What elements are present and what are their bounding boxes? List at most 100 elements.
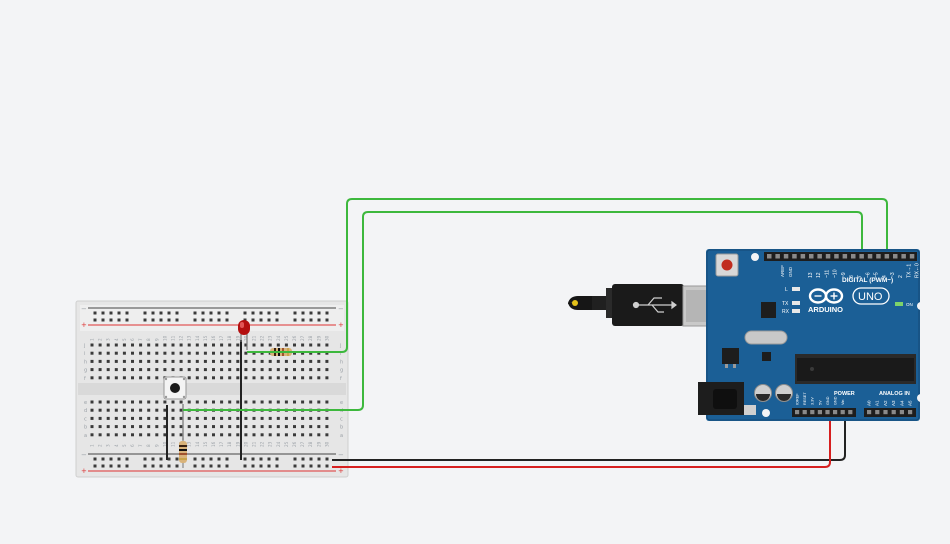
top-terminal-hole[interactable] [106,368,110,372]
bottom-terminal-hole[interactable] [195,425,199,429]
rail-hole[interactable] [159,318,163,322]
bottom-terminal-hole[interactable] [252,433,256,437]
rail-hole[interactable] [143,311,147,315]
top-terminal-hole[interactable] [171,343,175,347]
bottom-terminal-hole[interactable] [131,433,134,437]
rail-hole[interactable] [117,464,121,468]
bottom-terminal-hole[interactable] [203,400,207,404]
top-terminal-hole[interactable] [317,359,321,363]
top-terminal-hole[interactable] [212,351,215,355]
bottom-terminal-hole[interactable] [293,425,296,429]
bottom-terminal-hole[interactable] [212,400,215,404]
bottom-terminal-hole[interactable] [98,433,102,437]
bottom-terminal-hole[interactable] [106,416,110,420]
bottom-terminal-hole[interactable] [301,425,305,429]
bottom-terminal-hole[interactable] [268,433,272,437]
power-header[interactable] [792,408,856,417]
reset-button[interactable] [715,253,739,277]
top-terminal-hole[interactable] [106,351,110,355]
top-terminal-hole[interactable] [90,376,94,380]
rail-hole[interactable] [267,311,271,315]
top-terminal-hole[interactable] [244,368,248,372]
top-terminal-hole[interactable] [131,368,134,372]
digital-pin-hole[interactable] [867,254,873,259]
bottom-terminal-hole[interactable] [276,400,280,404]
rail-hole[interactable] [259,311,263,315]
digital-pins[interactable] [767,254,915,259]
rail-hole[interactable] [109,318,113,322]
bottom-terminal-hole[interactable] [228,400,232,404]
top-terminal-hole[interactable] [98,343,102,347]
rail-hole[interactable] [167,457,171,461]
top-terminal-hole[interactable] [171,359,175,363]
analog-pin-hole[interactable] [899,410,904,415]
digital-pin-hole[interactable] [809,254,814,259]
bottom-terminal-hole[interactable] [139,433,143,437]
bottom-terminal-hole[interactable] [139,408,143,412]
bottom-terminal-hole[interactable] [236,433,240,437]
top-terminal-hole[interactable] [139,343,143,347]
bottom-terminal-hole[interactable] [220,400,224,404]
rail-hole[interactable] [101,457,105,461]
bottom-terminal-hole[interactable] [139,400,143,404]
top-rail-holes[interactable] [93,311,329,322]
rail-hole[interactable] [251,311,255,315]
top-terminal-hole[interactable] [325,359,329,363]
top-terminal-hole[interactable] [131,343,134,347]
top-terminal-hole[interactable] [220,343,224,347]
bottom-terminal-hole[interactable] [139,416,143,420]
analog-pin-hole[interactable] [867,410,872,415]
rail-hole[interactable] [301,464,305,468]
rail-hole[interactable] [201,464,205,468]
bottom-terminal-hole[interactable] [163,425,167,429]
bottom-rail-holes[interactable] [93,457,329,468]
bottom-terminal-hole[interactable] [114,433,118,437]
bottom-terminal-hole[interactable] [236,400,240,404]
rail-hole[interactable] [325,464,329,468]
rail-hole[interactable] [243,311,247,315]
digital-header[interactable] [764,252,917,261]
digital-pin-hole[interactable] [817,254,822,259]
bottom-terminal-hole[interactable] [187,400,191,404]
bottom-terminal-hole[interactable] [236,425,240,429]
rail-hole[interactable] [225,311,229,315]
top-terminal-hole[interactable] [139,368,143,372]
rail-hole[interactable] [201,318,205,322]
bottom-terminal-hole[interactable] [179,433,183,437]
bottom-terminal-hole[interactable] [163,408,167,412]
top-terminal-hole[interactable] [203,359,207,363]
rail-hole[interactable] [209,457,213,461]
rail-hole[interactable] [101,318,105,322]
top-terminal-hole[interactable] [163,351,167,355]
bottom-terminal-hole[interactable] [293,433,296,437]
top-terminal-hole[interactable] [163,368,167,372]
bottom-terminal-hole[interactable] [171,425,175,429]
rail-hole[interactable] [293,464,297,468]
bottom-terminal-hole[interactable] [179,408,183,412]
rail-hole[interactable] [259,464,263,468]
rail-hole[interactable] [151,318,155,322]
top-terminal-hole[interactable] [98,376,102,380]
bottom-terminal-hole[interactable] [228,416,232,420]
rail-hole[interactable] [167,311,171,315]
bottom-terminal-hole[interactable] [171,433,175,437]
bottom-terminal-hole[interactable] [325,416,329,420]
top-terminal-hole[interactable] [293,368,296,372]
rail-hole[interactable] [225,318,229,322]
rail-hole[interactable] [117,457,121,461]
top-terminal-hole[interactable] [122,368,126,372]
rail-hole[interactable] [209,311,213,315]
rail-hole[interactable] [125,311,129,315]
bottom-terminal-hole[interactable] [252,416,256,420]
top-terminal-hole[interactable] [212,343,215,347]
bottom-terminal-hole[interactable] [147,400,151,404]
rail-hole[interactable] [251,457,255,461]
rail-hole[interactable] [193,464,197,468]
top-terminal-hole[interactable] [98,351,102,355]
bottom-terminal-hole[interactable] [284,425,288,429]
rail-hole[interactable] [117,318,121,322]
bottom-terminal-hole[interactable] [228,433,232,437]
top-terminal-hole[interactable] [276,343,280,347]
top-terminal-hole[interactable] [236,343,240,347]
